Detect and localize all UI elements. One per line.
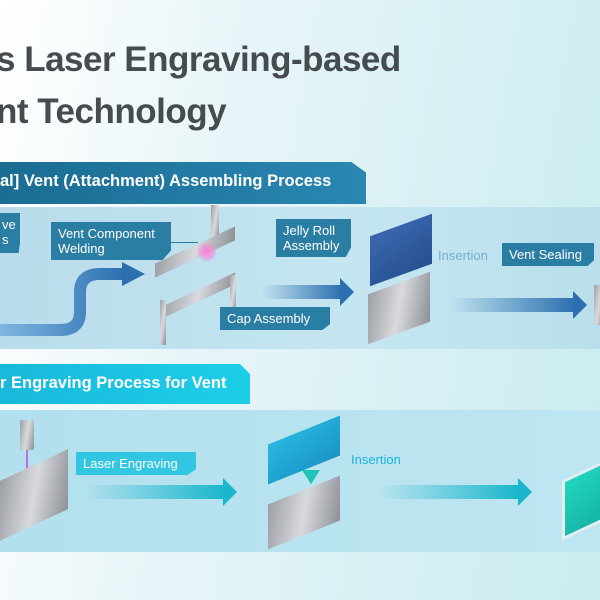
welding-head-icon: [211, 205, 219, 240]
curved-flow-arrow: [0, 262, 145, 336]
vent-sealing-label: Vent Sealing: [502, 243, 594, 266]
insertion-label: Insertion: [438, 248, 488, 263]
page-title-line1: s Laser Engraving-based: [0, 40, 401, 79]
down-arrow-icon: [302, 470, 320, 484]
flow-arrow: [262, 278, 354, 306]
section2-banner: r Engraving Process for Vent: [0, 364, 250, 404]
cap-leg-icon: [230, 275, 236, 315]
cap-assembly-label: Cap Assembly: [220, 307, 330, 330]
section1-title: al] Vent (Attachment) Assembling Process: [0, 172, 332, 190]
jelly-roll-assembly-label: Jelly Roll Assembly: [276, 219, 351, 257]
flow-arrow: [450, 291, 587, 319]
partial-label-line1: ve: [2, 217, 16, 232]
laser-engraving-label: Laser Engraving: [76, 452, 196, 475]
weld-spark-icon: [198, 243, 216, 261]
section2-title: r Engraving Process for Vent: [0, 374, 227, 392]
page-title-line2: nt Technology: [0, 92, 227, 131]
laser-beam-icon: [26, 450, 28, 472]
cap-leg-icon: [160, 300, 166, 345]
flow-arrow: [85, 478, 237, 506]
insertion-label: Insertion: [351, 452, 401, 467]
vent-component-welding-label: Vent Component Welding: [51, 222, 171, 260]
flow-arrow: [380, 478, 532, 506]
laser-head-icon: [20, 420, 34, 450]
section1-banner: al] Vent (Attachment) Assembling Process: [0, 162, 366, 204]
sealed-cell-icon: [594, 285, 600, 325]
leader-line: [170, 242, 198, 243]
partial-label-line2: s: [2, 232, 9, 247]
